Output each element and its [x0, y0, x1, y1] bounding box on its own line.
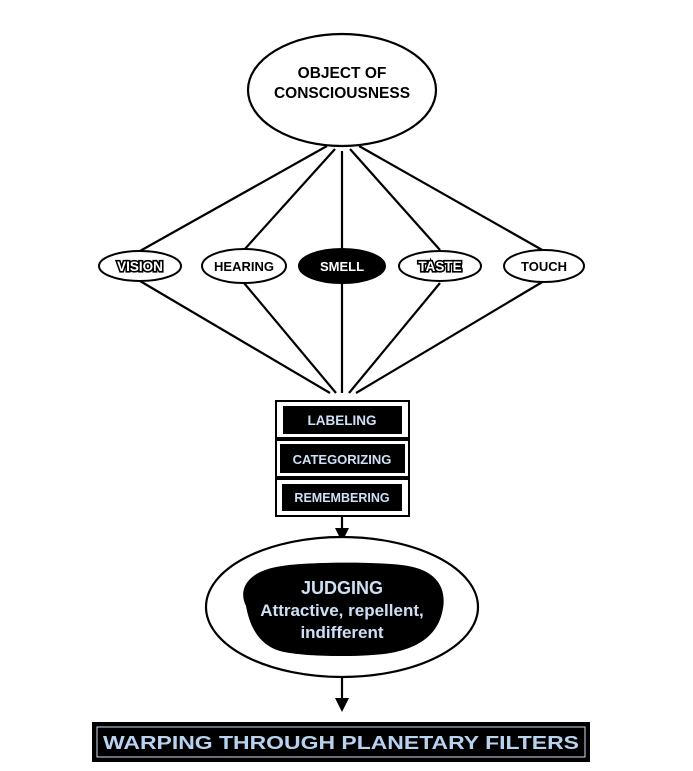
arrow-to-warping — [335, 677, 349, 712]
object-of-consciousness-node: OBJECT OF CONSCIOUSNESS — [246, 32, 438, 148]
remembering-box: REMEMBERING — [275, 478, 410, 517]
sense-label-touch: TOUCH — [521, 259, 567, 274]
judging-node: JUDGING Attractive, repellent, indiffere… — [204, 535, 480, 679]
sense-vision: VISION — [98, 250, 182, 282]
sense-label-smell: SMELL — [320, 259, 364, 274]
object-title-line2: CONSCIOUSNESS — [274, 85, 410, 102]
judging-title: JUDGING — [301, 578, 383, 598]
warping-label: WARPING THROUGH PLANETARY FILTERS — [103, 732, 579, 753]
process-label-categorizing: CATEGORIZING — [293, 452, 392, 467]
process-label-labeling: LABELING — [308, 413, 377, 428]
connector-taste-down — [348, 282, 441, 394]
arrow-to-judging — [335, 516, 349, 542]
connector-top-touch — [358, 145, 545, 252]
connector-vision-down — [139, 280, 331, 394]
process-label-remembering: REMEMBERING — [294, 491, 389, 505]
sense-label-taste: TASTE — [418, 259, 461, 274]
connector-top-hearing — [243, 148, 336, 251]
connector-touch-down — [355, 280, 545, 394]
judging-blob — [243, 562, 444, 657]
sense-taste: TASTE — [398, 250, 482, 282]
labeling-box: LABELING — [275, 400, 410, 439]
upper-connectors — [139, 145, 545, 252]
warping-bar: WARPING THROUGH PLANETARY FILTERS — [92, 722, 590, 762]
judging-line3: indifferent — [300, 623, 383, 642]
sense-label-vision: VISION — [117, 259, 163, 274]
sense-smell: SMELL — [298, 248, 386, 284]
object-title-line1: OBJECT OF — [298, 65, 387, 82]
sense-hearing: HEARING — [201, 248, 287, 284]
sense-touch: TOUCH — [503, 249, 585, 283]
sense-label-hearing: HEARING — [214, 259, 274, 274]
connector-top-vision — [139, 145, 328, 252]
categorizing-box: CATEGORIZING — [275, 439, 410, 478]
judging-line2: Attractive, repellent, — [260, 601, 423, 620]
connector-top-taste — [349, 148, 441, 251]
lower-connectors — [139, 280, 545, 394]
connector-hearing-down — [243, 282, 337, 394]
